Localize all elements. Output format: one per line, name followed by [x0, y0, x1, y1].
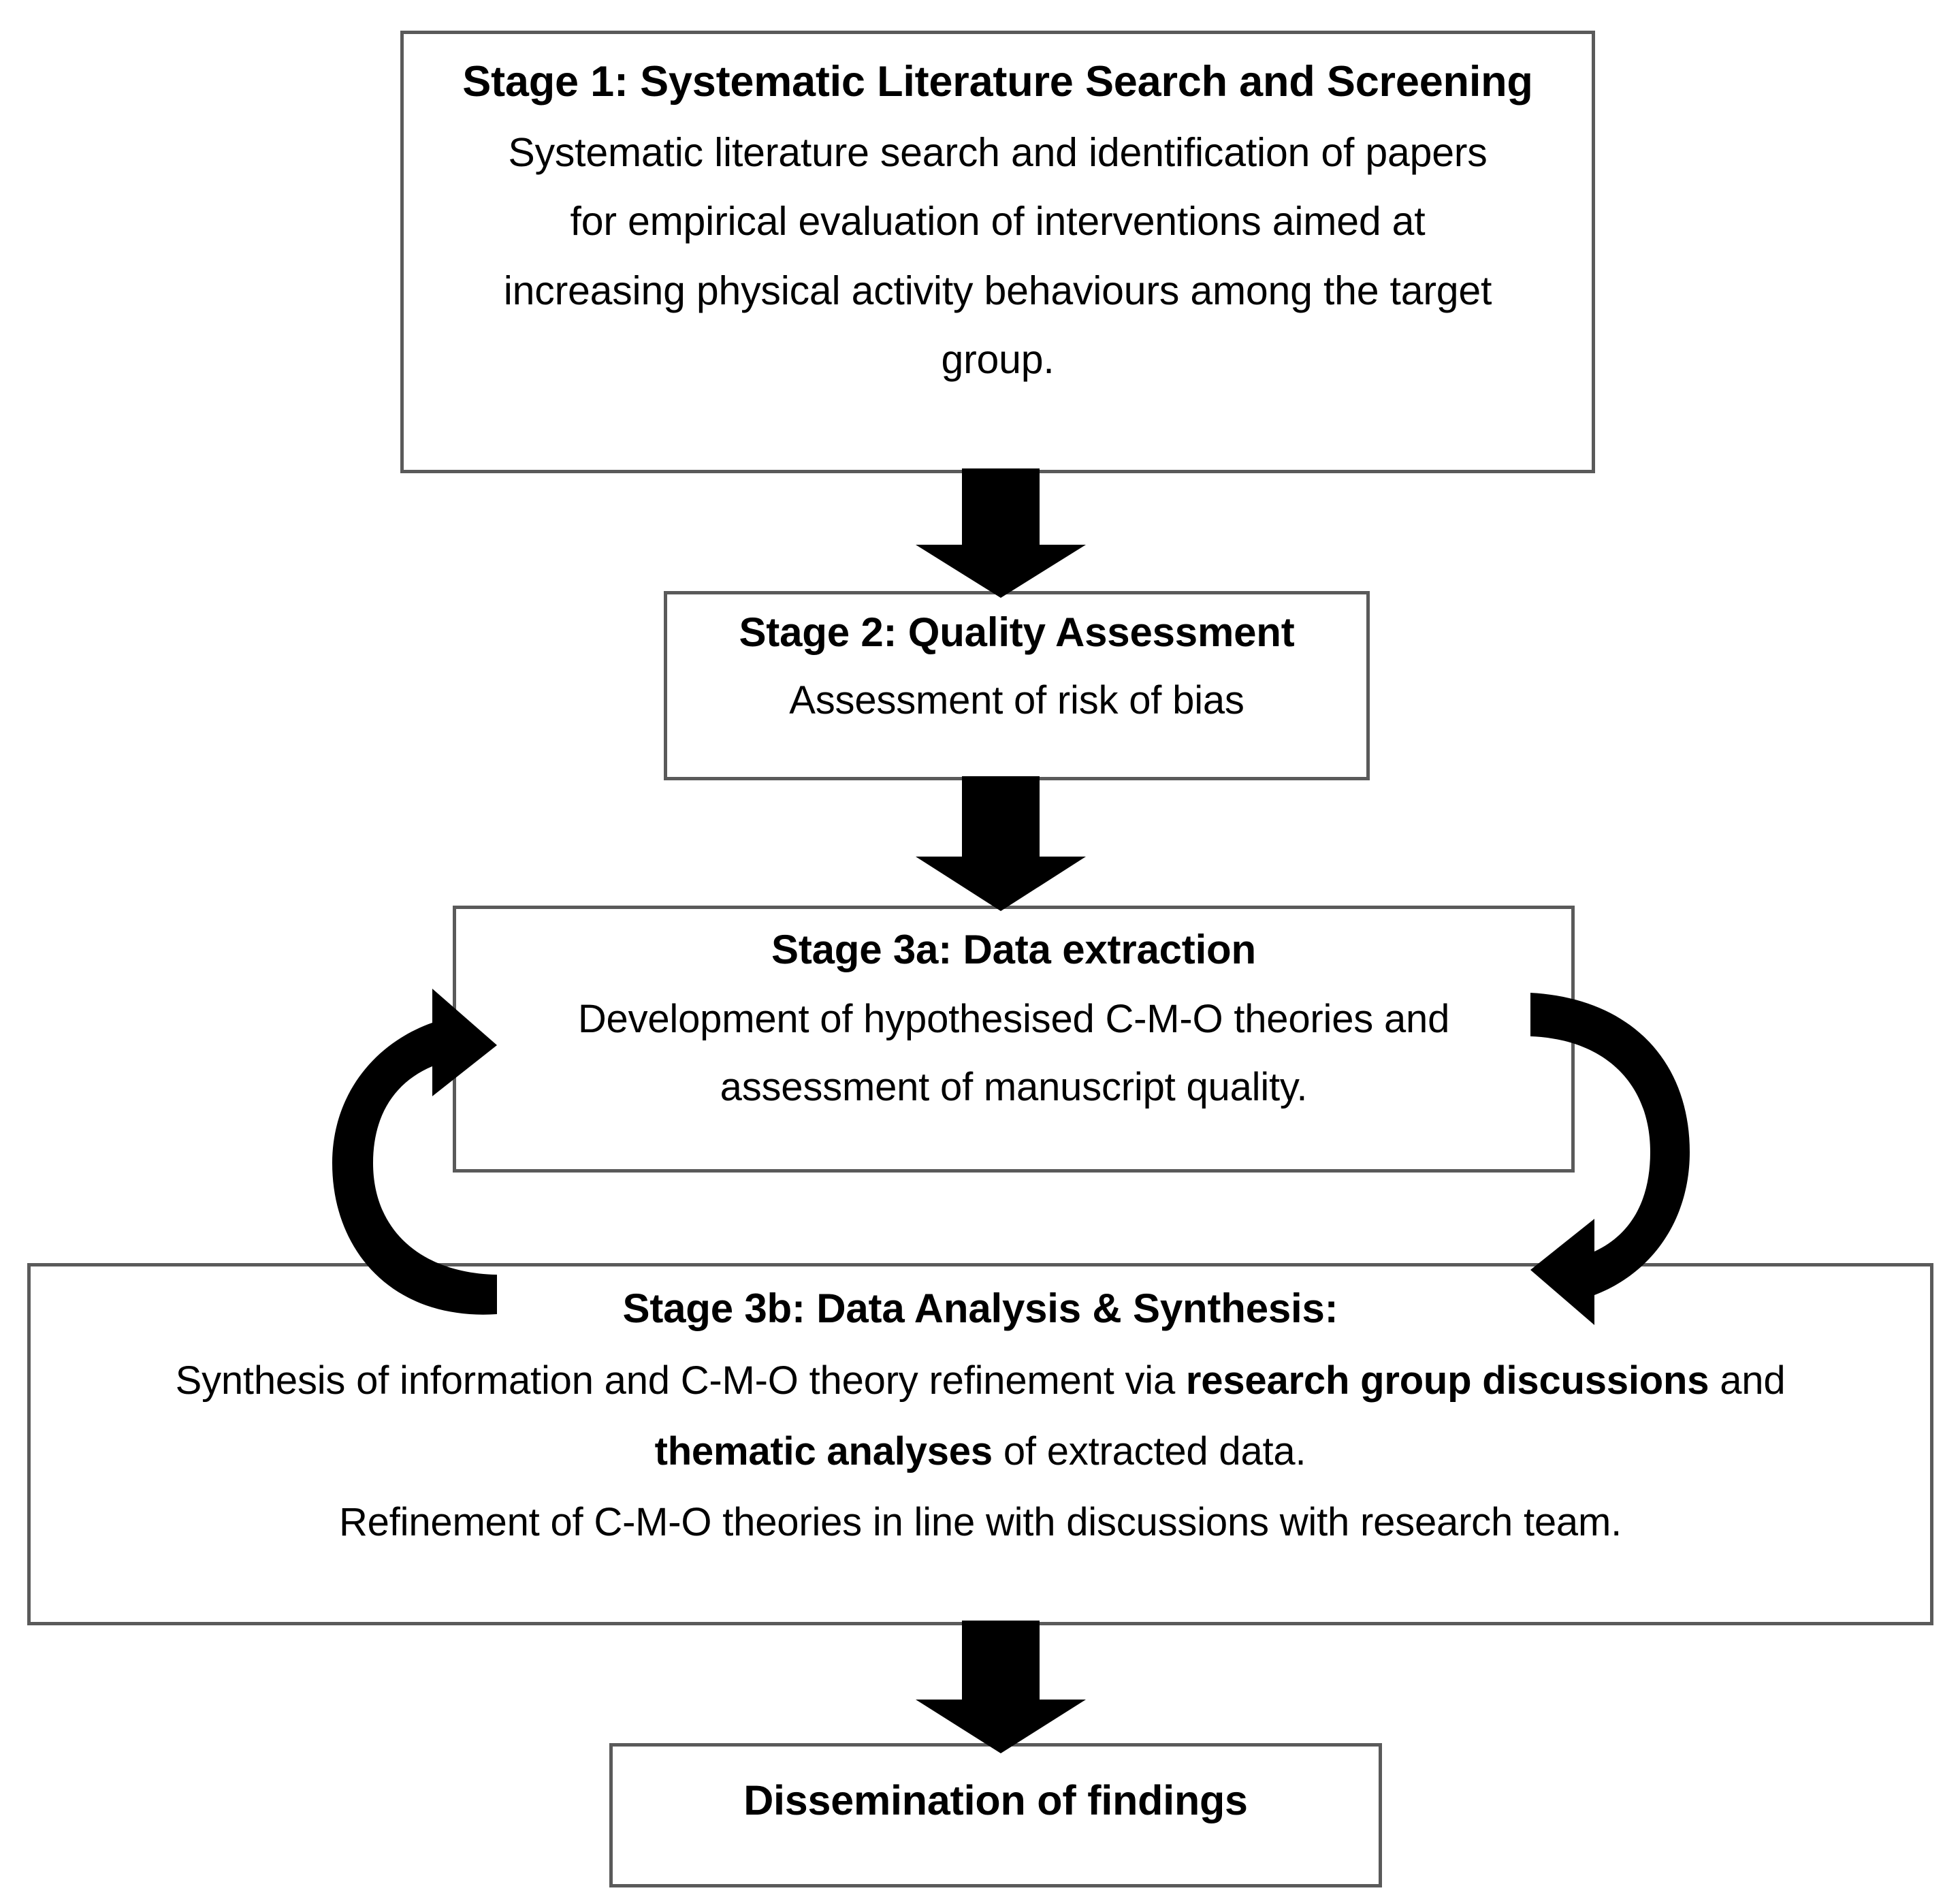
stage-3b-line-1-emphasis: research group discussions [1185, 1358, 1709, 1403]
arrow-stage3b-to-dissemination [916, 1621, 1086, 1753]
stage-2-line-1: Assessment of risk of bias [789, 678, 1244, 722]
stage-3a-line-2: assessment of manuscript quality. [720, 1065, 1308, 1110]
stage-3a-title: Stage 3a: Data extraction [771, 927, 1256, 972]
stage-3b-title: Stage 3b: Data Analysis & Synthesis: [622, 1286, 1338, 1331]
stage-1-line-4: group. [941, 337, 1055, 383]
stage-2-box: Stage 2: Quality Assessment Assessment o… [664, 591, 1370, 780]
stage-3b-line-3: Refinement of C-M-O theories in line wit… [338, 1500, 1622, 1545]
stage-1-line-2: for empirical evaluation of intervention… [570, 199, 1426, 244]
dissemination-title: Dissemination of findings [743, 1777, 1248, 1823]
stage-3b-line-1-suffix: and [1709, 1358, 1786, 1403]
stage-1-box: Stage 1: Systematic Literature Search an… [400, 31, 1595, 473]
stage-3b-line-1: Synthesis of information and C-M-O theor… [176, 1356, 1786, 1406]
arrow-stage2-to-stage3a [916, 776, 1086, 911]
stage-3b-line-2: thematic analyses of extracted data. [655, 1426, 1306, 1477]
stage-3a-box: Stage 3a: Data extraction Development of… [453, 906, 1575, 1173]
arrow-stage1-to-stage2 [916, 468, 1086, 598]
stage-1-line-1: Systematic literature search and identif… [508, 129, 1488, 175]
stage-3b-line-2-emphasis: thematic analyses [654, 1429, 993, 1474]
stage-3b-line-2-suffix: of extracted data. [992, 1429, 1306, 1474]
stage-1-line-3: increasing physical activity behaviours … [503, 268, 1492, 313]
arrow-stage3b-to-stage3a [293, 981, 511, 1328]
dissemination-box: Dissemination of findings [609, 1743, 1382, 1887]
stage-1-title: Stage 1: Systematic Literature Search an… [462, 58, 1533, 106]
stage-3b-line-1-prefix: Synthesis of information and C-M-O theor… [175, 1358, 1186, 1403]
arrow-stage3a-to-stage3b [1518, 981, 1743, 1335]
stage-3b-box: Stage 3b: Data Analysis & Synthesis: Syn… [27, 1263, 1933, 1625]
stage-2-title: Stage 2: Quality Assessment [739, 609, 1295, 655]
stage-3a-line-1: Development of hypothesised C-M-O theori… [577, 996, 1450, 1041]
